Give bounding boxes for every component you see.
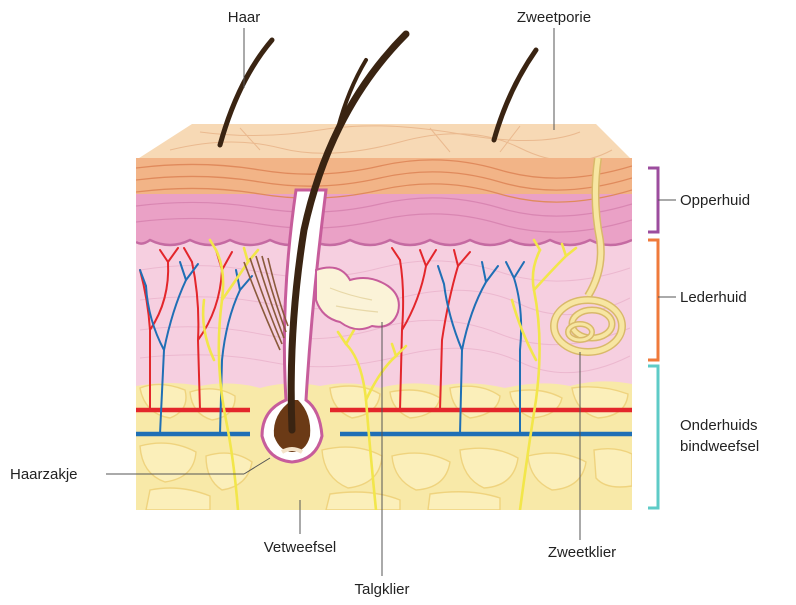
skin-surface xyxy=(136,124,632,160)
skin-block xyxy=(136,34,632,510)
bracket-opperhuid xyxy=(648,168,658,232)
label-vetweefsel: Vetweefsel xyxy=(264,539,337,556)
label-onderhuids-2: bindweefsel xyxy=(680,438,759,455)
bracket-lederhuid xyxy=(648,240,658,360)
label-haarzakje: Haarzakje xyxy=(10,466,78,483)
label-opperhuid: Opperhuid xyxy=(680,192,750,209)
label-haar: Haar xyxy=(228,9,261,26)
layer-brackets xyxy=(648,168,658,508)
papillary-dermis xyxy=(136,190,632,245)
label-talgklier: Talgklier xyxy=(354,581,409,598)
label-lederhuid: Lederhuid xyxy=(680,289,747,306)
label-onderhuids-1: Onderhuids xyxy=(680,417,758,434)
bracket-onderhuids xyxy=(648,366,658,508)
label-zweetporie: Zweetporie xyxy=(517,9,591,26)
label-zweetklier: Zweetklier xyxy=(548,544,616,561)
